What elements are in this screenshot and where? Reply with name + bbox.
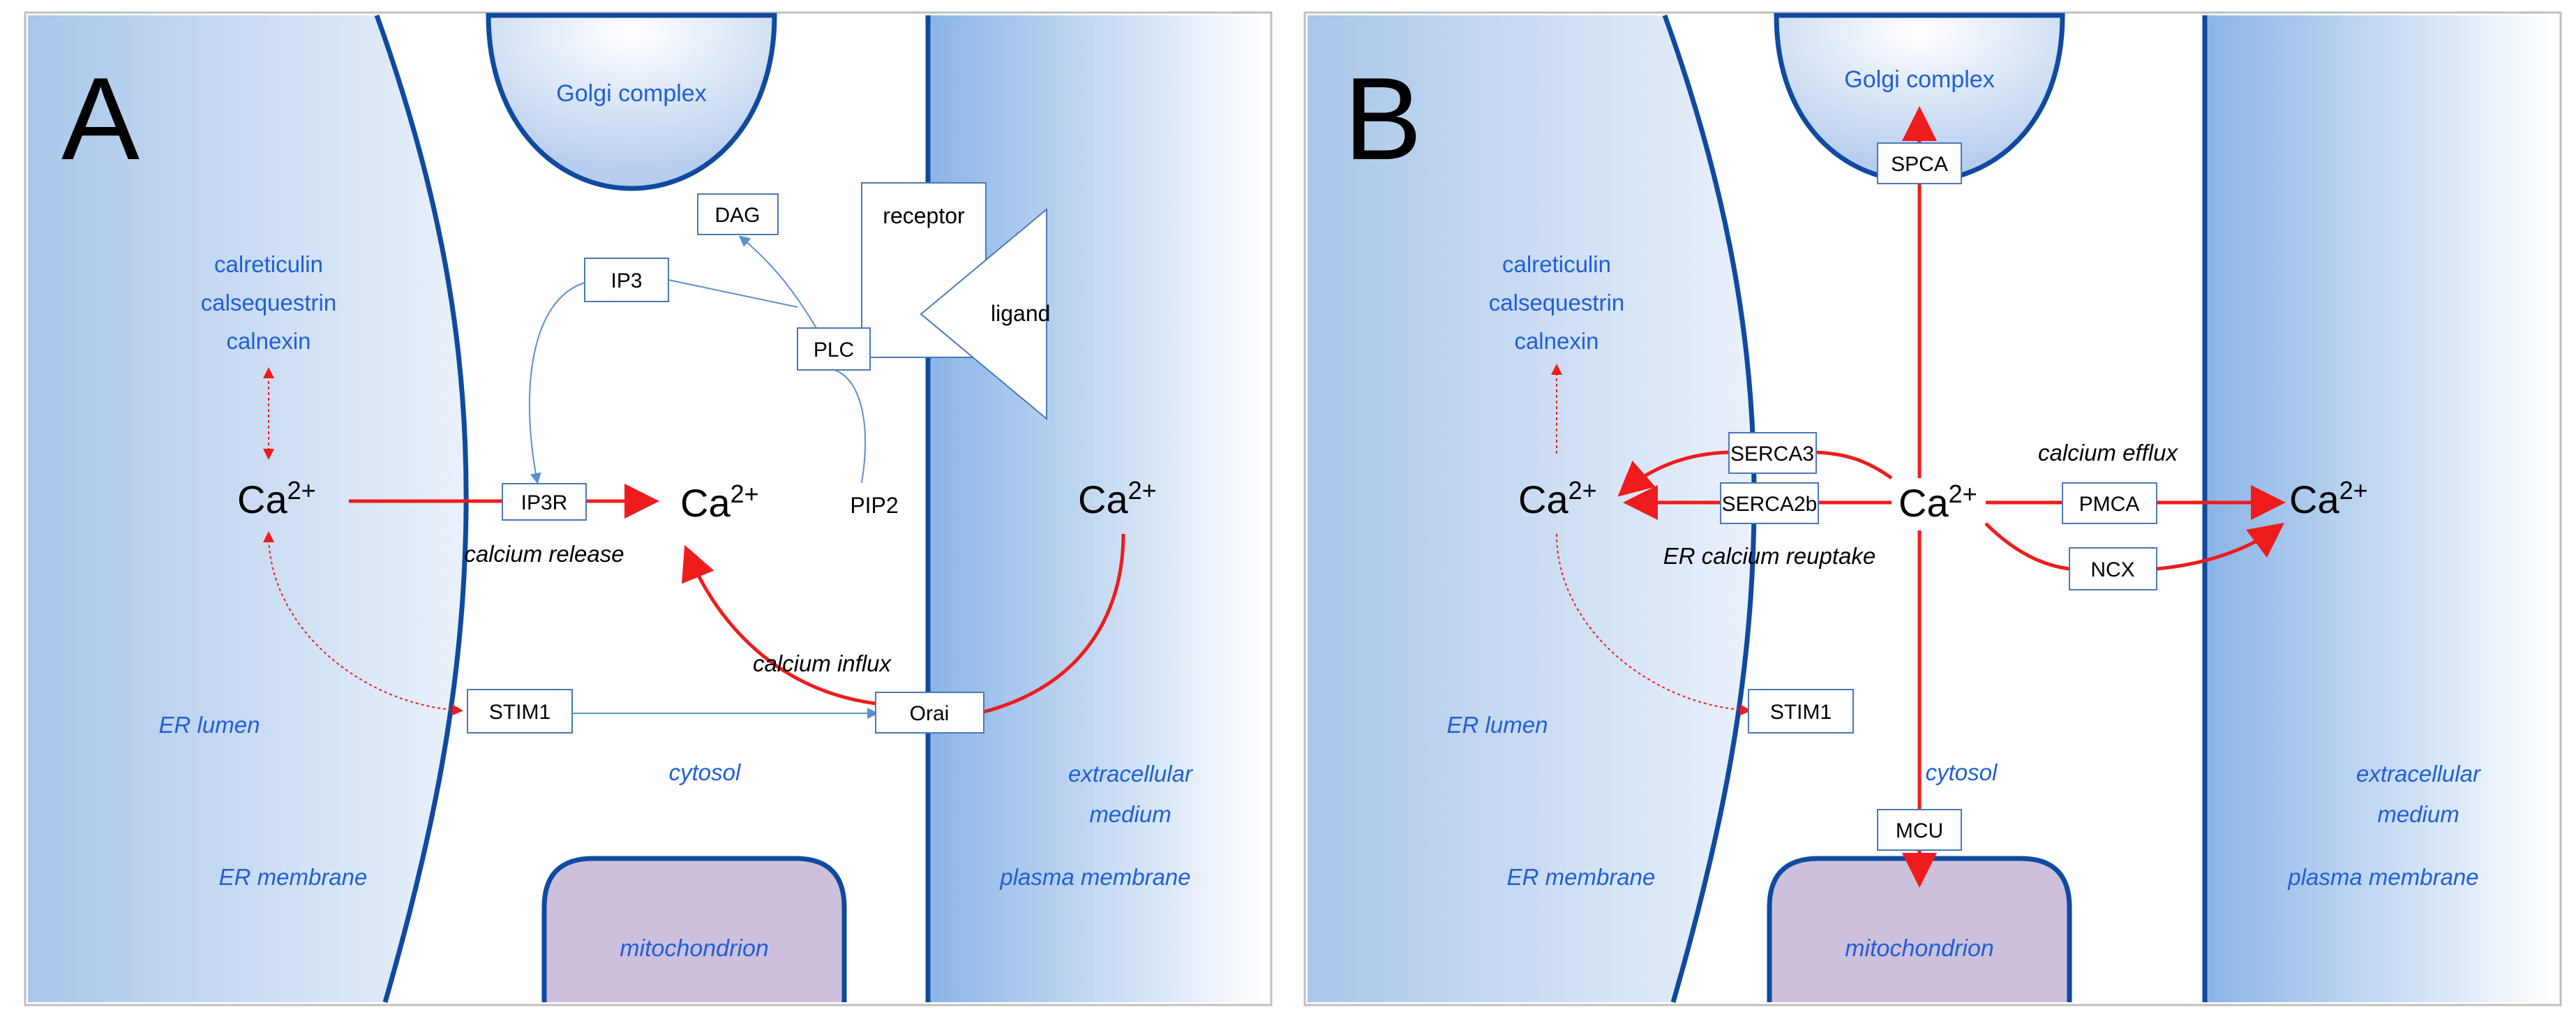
golgi-label: Golgi complex [1844,66,1994,93]
spca-label: SPCA [1891,153,1948,176]
serca3-pump [1728,432,1817,474]
golgi-label: Golgi complex [556,80,706,107]
receptor-label: receptor [883,203,965,228]
panel-a-diagram: Golgi complex mitochondrion A calreticul… [24,11,1273,1006]
buffer-calsequestrin: calsequestrin [201,290,336,315]
ncx-label: NCX [2090,558,2134,581]
serca2b-pump [1720,482,1819,524]
plc-to-dag-arrow [738,235,817,329]
ligand-label: ligand [991,301,1050,326]
er-lumen-label: ER lumen [1447,712,1548,738]
mitochondrion-label: mitochondrion [1845,935,1994,962]
er-lumen-region [28,15,467,1002]
buffer-calsequestrin: calsequestrin [1489,290,1624,315]
serca2b-label: SERCA2b [1722,493,1818,516]
plasma-membrane-label: plasma membrane [2287,864,2478,890]
serca3-line-right [1815,450,1893,480]
extracellular-region [2205,15,2558,1002]
dag-box [697,193,779,235]
mcu-channel [1877,809,1962,851]
stim1-label: STIM1 [489,701,551,724]
stim1-label: STIM1 [1770,701,1832,724]
ca-cytosol: Ca2+ [1899,479,1977,525]
ca-extracellular: Ca2+ [2289,476,2368,521]
buffer-calnexin: calnexin [1514,328,1598,354]
cytosol-label: cytosol [1926,759,1998,785]
buffer-calreticulin: calreticulin [214,251,323,277]
extracellular-label-line2: medium [1089,801,1171,827]
orai-label: Orai [910,702,950,725]
plc-box [797,327,871,371]
pmca-pump [2062,482,2157,524]
calcium-influx-label: calcium influx [753,650,892,676]
panel-b-diagram: Golgi complex mitochondrion B calreticul… [1303,11,2562,1006]
influx-arrow [682,544,876,706]
panel-a: Golgi complex mitochondrion A calreticul… [24,11,1273,1006]
extracellular-label-line1: extracellular [1068,761,1194,787]
spca-pump [1877,142,1962,184]
panel-letter-b: B [1344,53,1422,184]
extracellular-label-line1: extracellular [2356,761,2482,787]
cytosol-label: cytosol [669,759,742,785]
ip3r-label: IP3R [521,491,568,514]
er-reuptake-label: ER calcium reuptake [1663,543,1875,569]
panel-letter-a: A [61,53,140,184]
stim1-box [1748,689,1854,734]
mcu-label: MCU [1896,819,1943,842]
serca3-label: SERCA3 [1730,442,1814,466]
mitochondrion [541,856,847,1002]
extracellular-label-line2: medium [2377,801,2459,827]
ncx-exchanger [2069,547,2157,590]
dag-label: DAG [714,204,760,227]
ip3-to-ip3r-arrow [528,282,585,484]
ligand [920,207,1047,421]
influx-ext-line [983,533,1125,714]
pip2-label: PIP2 [850,493,898,518]
ip3r-channel [502,483,587,521]
panel-b: Golgi complex mitochondrion B calreticul… [1288,0,2576,1019]
calcium-release-label: calcium release [464,541,624,567]
er-lumen-label: ER lumen [159,712,260,738]
extracellular-region [928,15,1268,1002]
plc-label: PLC [814,339,854,362]
stim1-box [467,689,573,734]
ip3-box [584,258,669,302]
plc-to-ip3-line [668,279,798,308]
mitochondrion-label: mitochondrion [620,935,769,962]
ncx-line-left [1984,522,2070,571]
calcium-efflux-label: calcium efflux [2038,440,2178,466]
er-lumen-region [1308,15,1755,1002]
er-membrane-line [374,14,469,1003]
plasma-membrane-label: plasma membrane [999,864,1190,890]
orai-channel [875,692,984,734]
pmca-label: PMCA [2079,493,2140,516]
ca-extracellular: Ca2+ [1078,476,1157,521]
ca-cytosol: Ca2+ [680,479,759,525]
golgi-complex [486,13,777,191]
ip3-label: IP3 [611,269,642,292]
er-membrane-label: ER membrane [1507,864,1656,890]
pip2-to-plc-line [833,369,867,484]
ca-er: Ca2+ [1518,476,1597,521]
ncx-arrow [2156,523,2285,571]
er-membrane-label: ER membrane [219,864,368,890]
ca-er: Ca2+ [237,476,316,521]
buffer-calreticulin: calreticulin [1502,251,1611,277]
serca3-arrow [1617,450,1730,497]
buffer-calnexin: calnexin [226,328,310,354]
